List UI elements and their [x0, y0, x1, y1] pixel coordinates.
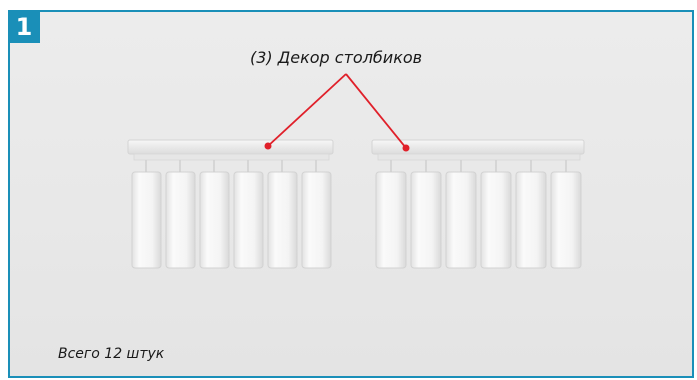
sprue-left-posts: [131, 171, 332, 269]
post: [515, 171, 547, 269]
pointer-dot-right: [402, 144, 410, 152]
step-number-badge: 1: [8, 11, 40, 43]
post: [233, 171, 264, 269]
sprue-left: [127, 139, 334, 269]
pointer-dot-left: [264, 142, 272, 150]
pointer-line-right: [345, 73, 407, 149]
total-count-label: Всего 12 штук: [58, 346, 165, 362]
post: [410, 171, 442, 269]
post: [550, 171, 582, 269]
post: [165, 171, 196, 269]
post: [301, 171, 332, 269]
part-callout-label: (3) Декор столбиков: [250, 48, 423, 67]
sprue-right-posts: [375, 171, 582, 269]
post: [267, 171, 298, 269]
sprue-right: [371, 139, 585, 269]
post: [445, 171, 477, 269]
callout-pointers: [264, 73, 410, 152]
pointer-line-left: [267, 73, 347, 147]
sprue-left-rail: [127, 139, 334, 155]
post: [131, 171, 162, 269]
post: [375, 171, 407, 269]
post: [199, 171, 230, 269]
post: [480, 171, 512, 269]
